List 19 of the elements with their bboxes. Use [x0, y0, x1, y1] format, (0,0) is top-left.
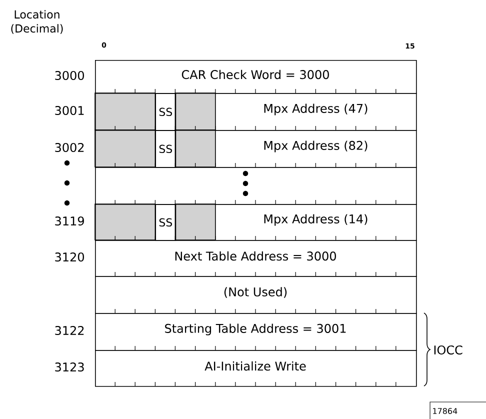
location-number: 3119	[55, 216, 84, 226]
register-row: Starting Table Address = 3001	[95, 313, 417, 351]
field-cell: SS	[155, 204, 176, 241]
location-number: 3001	[55, 106, 84, 116]
register-row: (Not Used)	[95, 276, 417, 314]
field-cell: SS	[155, 93, 176, 131]
location-number: 3120	[55, 252, 84, 262]
brace-label: IOCC	[434, 345, 462, 355]
location-number: 3000	[55, 70, 84, 80]
register-row: AI-Initialize Write	[95, 350, 417, 387]
field-cell: SS	[155, 130, 176, 168]
register-row: Next Table Address = 3000	[95, 240, 417, 277]
register-row	[95, 167, 417, 205]
location-number: 3002	[55, 142, 84, 152]
figure-number: 17864	[430, 402, 486, 419]
axis-title: Location (Decimal)	[11, 10, 63, 34]
register-row: CAR Check Word = 3000	[95, 60, 417, 94]
location-number: 3123	[55, 362, 84, 372]
location-number: 3122	[55, 326, 84, 336]
